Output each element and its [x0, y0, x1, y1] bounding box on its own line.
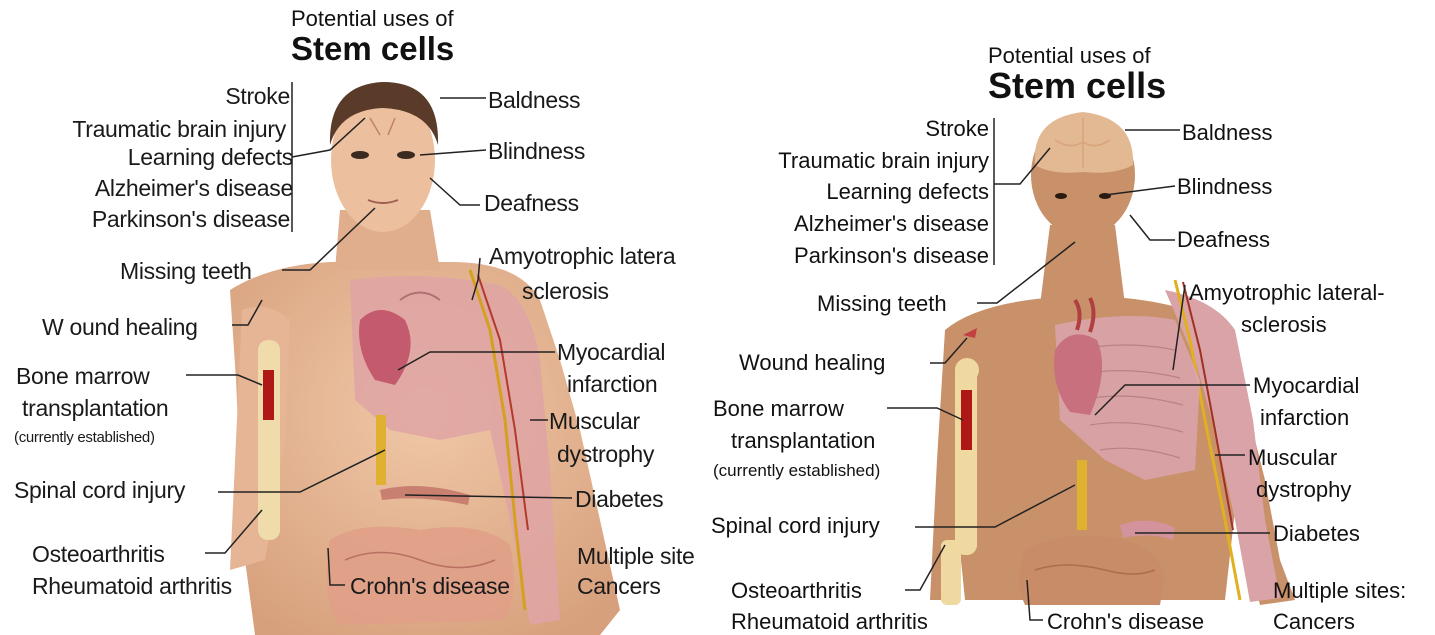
right-label-spinal: Spinal cord injury [711, 515, 880, 537]
right-label-myo-2: infarction [1260, 407, 1349, 429]
left-label-myo-1: Myocardial [557, 341, 665, 364]
left-title: Stem cells [291, 32, 454, 65]
right-title: Stem cells [988, 68, 1166, 104]
left-label-musc-1: Muscular [549, 410, 640, 433]
left-label-als-1: Amyotrophic latera [489, 245, 675, 268]
right-title-small: Potential uses of [988, 45, 1151, 67]
left-label-bone-3: (currently established) [14, 430, 155, 445]
left-label-baldness: Baldness [488, 89, 580, 112]
right-label-bone-3: (currently established) [713, 462, 880, 479]
left-label-bone-2: transplantation [22, 397, 168, 420]
left-label-cancers: Cancers [577, 575, 661, 598]
right-diagram-panel: Potential uses of Stem cells Stroke Trau… [705, 0, 1435, 635]
right-label-tbi: Traumatic brain injury [778, 150, 989, 172]
left-diagram-panel: Potential uses of Stem cells Stroke Trau… [0, 0, 712, 635]
left-label-teeth: Missing teeth [120, 260, 252, 283]
right-label-deafness: Deafness [1177, 229, 1270, 251]
right-label-diabetes: Diabetes [1273, 523, 1360, 545]
right-label-stroke: Stroke [925, 118, 989, 140]
left-label-spinal: Spinal cord injury [14, 479, 185, 502]
right-label-musc-1: Muscular [1248, 447, 1337, 469]
right-label-cancers: Cancers [1273, 611, 1355, 633]
left-label-crohn: Crohn's disease [350, 575, 510, 598]
right-label-als-1: Amyotrophic lateral- [1189, 282, 1385, 304]
left-label-blindness: Blindness [488, 140, 585, 163]
right-label-teeth: Missing teeth [817, 293, 947, 315]
left-label-als-2: sclerosis [522, 280, 609, 303]
right-label-multi: Multiple sites: [1273, 580, 1406, 602]
left-label-multi: Multiple site [577, 545, 695, 568]
right-label-learning: Learning defects [826, 181, 989, 203]
right-label-osteo: Osteoarthritis [731, 580, 862, 602]
left-label-musc-2: dystrophy [557, 443, 654, 466]
right-label-bone-1: Bone marrow [713, 398, 844, 420]
right-label-als-2: sclerosis [1241, 314, 1327, 336]
right-label-parkinson: Parkinson's disease [794, 245, 989, 267]
left-label-tbi: Traumatic brain injury [72, 118, 286, 141]
left-label-wound: W ound healing [42, 316, 198, 339]
left-label-diabetes: Diabetes [575, 488, 663, 511]
right-label-crohn: Crohn's disease [1047, 611, 1204, 633]
left-label-bone-1: Bone marrow [16, 365, 149, 388]
left-label-alzheimer: Alzheimer's disease [95, 177, 293, 200]
left-label-deafness: Deafness [484, 192, 579, 215]
left-label-osteo: Osteoarthritis [32, 543, 165, 566]
right-label-myo-1: Myocardial [1253, 375, 1359, 397]
right-label-rheum: Rheumatoid arthritis [731, 611, 928, 633]
right-label-bone-2: transplantation [731, 430, 875, 452]
right-label-wound: Wound healing [739, 352, 885, 374]
right-label-alzheimer: Alzheimer's disease [794, 213, 989, 235]
left-title-small: Potential uses of [291, 8, 454, 30]
left-label-rheum: Rheumatoid arthritis [32, 575, 232, 598]
left-label-parkinson: Parkinson's disease [92, 208, 290, 231]
right-label-blindness: Blindness [1177, 176, 1272, 198]
left-label-learning: Learning defects [128, 146, 293, 169]
left-label-stroke: Stroke [225, 85, 290, 108]
right-label-musc-2: dystrophy [1256, 479, 1351, 501]
left-label-myo-2: infarction [567, 373, 657, 396]
right-label-baldness: Baldness [1182, 122, 1273, 144]
